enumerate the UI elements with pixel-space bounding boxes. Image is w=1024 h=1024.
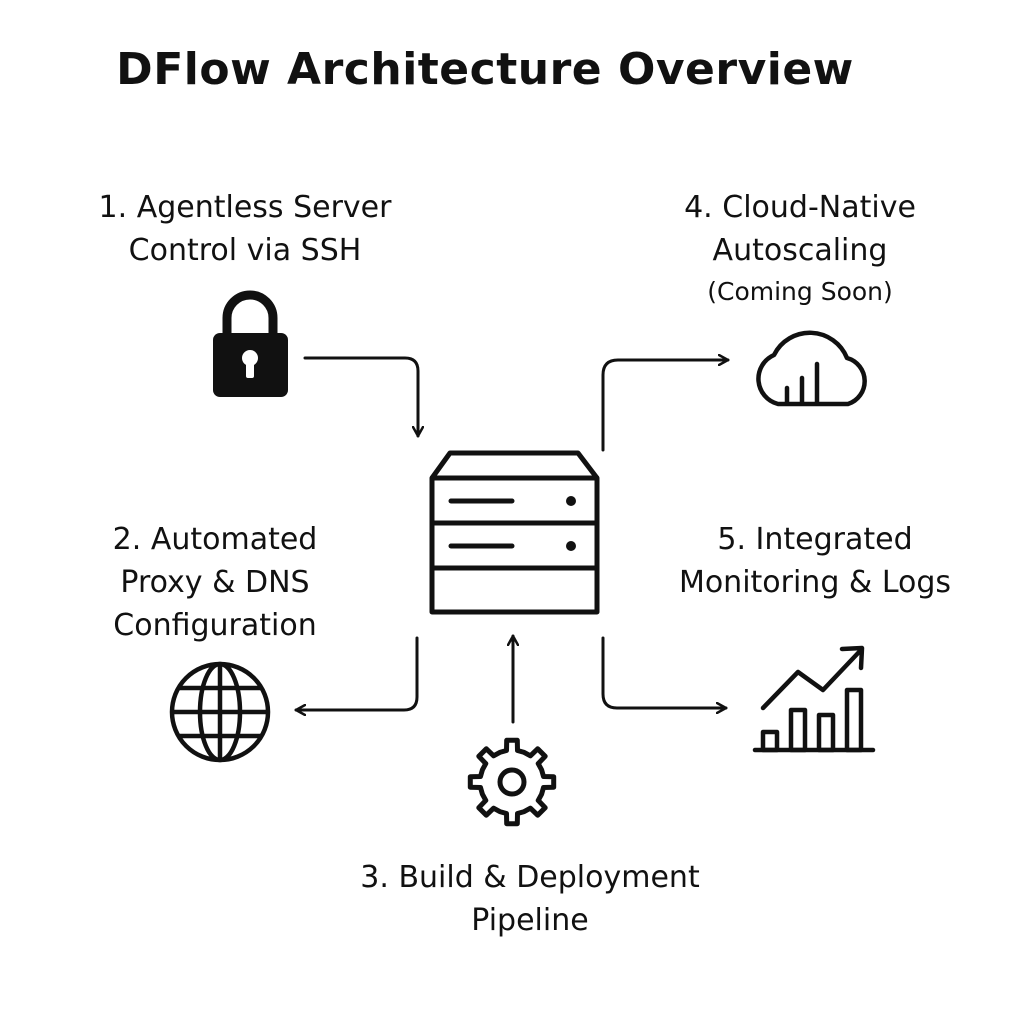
cloud-chart-icon [756,330,867,407]
gear-outline [467,737,557,827]
component-title: Automated [150,522,318,557]
component-label-ssh: 1. Agentless Server Control via SSH [60,186,430,272]
growth-chart-icon [752,645,876,753]
label-line: Proxy & DNS [120,565,310,600]
component-title: Build & Deployment [398,860,700,895]
label-line: 5. Integrated [640,518,990,561]
server-icon [429,450,600,615]
label-line: Control via SSH [128,233,362,268]
lock-icon [213,290,288,397]
gear-icon [467,737,557,827]
component-title: Integrated [755,522,913,557]
page-title: DFlow Architecture Overview [116,44,854,95]
label-line: Monitoring & Logs [678,565,952,600]
arrow-server-to-autoscaling [601,360,730,452]
label-line: 1. Agentless Server [60,186,430,229]
component-label-proxy: 2. Automated Proxy & DNS Configuration [60,518,370,647]
component-label-autoscaling: 4. Cloud-Native Autoscaling (Coming Soon… [620,186,980,312]
gear-hub [497,767,527,797]
arrow-server-to-proxy [294,636,419,710]
globe-icon [169,661,271,763]
component-number: 3. [360,860,389,895]
label-line: 2. Automated [60,518,370,561]
component-title: Cloud-Native [722,190,916,225]
component-label-pipeline: 3. Build & Deployment Pipeline [330,856,730,942]
component-number: 1. [98,190,128,225]
label-line: Pipeline [471,903,589,938]
label-line: Configuration [113,608,317,643]
component-number: 4. [684,190,713,225]
label-line: Autoscaling [712,233,888,268]
label-line: 3. Build & Deployment [330,856,730,899]
component-label-monitoring: 5. Integrated Monitoring & Logs [640,518,990,604]
arrow-ssh-to-server [303,356,418,438]
coming-soon-note: (Coming Soon) [707,277,893,306]
component-number: 2. [112,522,142,557]
label-line: 4. Cloud-Native [620,186,980,229]
arrow-server-to-monitoring [601,636,728,708]
component-title: Agentless Server [136,190,392,225]
component-number: 5. [717,522,746,557]
